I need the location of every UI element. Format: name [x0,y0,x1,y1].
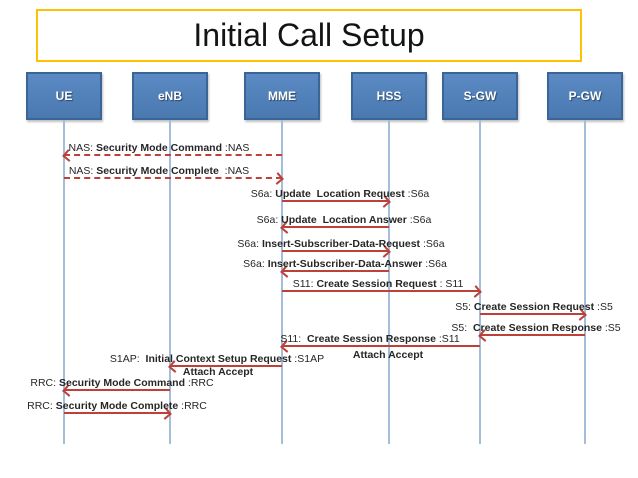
label-text: RRC: [27,400,56,412]
label-text: S11: [292,278,317,290]
label-text: S5: [455,301,474,313]
rrc-security-mode-complete-label: RRC: Security Mode Complete :RRC [27,401,207,412]
label-text: :S1AP [291,353,325,365]
s11-create-session-response-label: S11: Create Session Response :S11 [280,334,459,345]
label-text: S11: [280,333,307,345]
label-text: :RRC [185,377,214,389]
label-text: :RRC [178,400,207,412]
label-text: :S6a [406,214,432,226]
s6a-insert-subscriber-data-answer-line [282,270,389,272]
entity-label: HSS [376,89,402,103]
rrc-security-mode-complete-line [64,412,170,414]
label-text: S6a: [250,188,276,200]
label-text: :S5 [601,322,621,334]
lifeline-s-gw [479,120,481,444]
s6a-update-location-answer-label: S6a: Update Location Answer :S6a [257,215,432,226]
nas-security-mode-complete-line [64,177,282,179]
entity-label: eNB [157,89,182,103]
label-text: Create Session Request [473,301,595,313]
label-text: :S6a [422,258,447,270]
s1ap-initial-context-setup-request-line [170,365,282,367]
lifeline-hss [388,120,390,444]
label-text: NAS: [68,142,96,154]
label-text: Create Session Response [472,322,602,334]
label-text: S5: [451,322,473,334]
label-text: Create Session Request [316,278,437,290]
entity-label: MME [268,89,296,103]
title-box: Initial Call Setup [36,9,582,62]
entity-box-p-gw: P-GW [547,72,623,120]
s6a-insert-subscriber-data-request-label: S6a: Insert-Subscriber-Data-Request :S6a [237,239,444,250]
label-text: Update Location Request [275,188,405,200]
label-text: S6a: [256,214,282,226]
nas-security-mode-command-line [64,154,282,156]
lifeline-ue [63,120,65,444]
label-text: :S5 [594,301,613,313]
s5-create-session-request-line [480,313,585,315]
label-text: RRC: [30,377,59,389]
entity-label: UE [55,89,73,103]
label-text: Security Mode Command [95,142,223,154]
lifeline-p-gw [584,120,586,444]
entity-box-enb: eNB [132,72,208,120]
label-text: :S6a [404,188,430,200]
entity-label: P-GW [568,89,602,103]
s11-create-session-request-line [282,290,480,292]
s5-create-session-response-line [480,334,585,336]
label-text: :S6a [420,238,445,250]
s11-create-session-response-line [282,345,480,347]
entity-box-ue: UE [26,72,102,120]
lifeline-mme [281,120,283,444]
rrc-security-mode-command-label: RRC: Security Mode Command :RRC [30,378,213,389]
label-text: :S11 [435,333,460,345]
label-text: Insert-Subscriber-Data-Request [261,238,421,250]
s1ap-initial-context-setup-request-extra-label: Attach Accept [182,366,254,378]
s6a-insert-subscriber-data-answer-label: S6a: Insert-Subscriber-Data-Answer :S6a [243,259,447,270]
nas-security-mode-complete-label: NAS: Security Mode Complete :NAS [69,166,249,177]
label-text: Security Mode Command [58,377,186,389]
label-text: Initial Context Setup Request [145,353,292,365]
s5-create-session-request-label: S5: Create Session Request :S5 [455,302,613,313]
label-text: S1AP: [109,353,146,365]
label-text: S6a: [243,258,268,270]
entity-box-hss: HSS [351,72,427,120]
nas-security-mode-command-label: NAS: Security Mode Command :NAS [69,143,250,154]
entity-label: S-GW [463,89,497,103]
entity-box-s-gw: S-GW [442,72,518,120]
page-title: Initial Call Setup [193,17,425,53]
label-text: Create Session Response [306,333,436,345]
s5-create-session-response-label: S5: Create Session Response :S5 [451,323,620,334]
s6a-update-location-request-line [282,200,389,202]
lifeline-enb [169,120,171,444]
label-text: Security Mode Complete [96,165,219,177]
s6a-update-location-answer-line [282,226,389,228]
label-text: : S11 [436,278,464,290]
label-text: S6a: [237,238,262,250]
s6a-insert-subscriber-data-request-line [282,250,389,252]
s1ap-initial-context-setup-request-label: S1AP: Initial Context Setup Request :S1A… [110,354,324,365]
label-text: :NAS [222,142,250,154]
label-text: :NAS [218,165,250,177]
s6a-update-location-request-label: S6a: Update Location Request :S6a [251,189,430,200]
entity-box-mme: MME [244,72,320,120]
s11-create-session-response-extra-label: Attach Accept [352,349,424,361]
label-text: Update Location Answer [281,214,407,226]
label-text: Insert-Subscriber-Data-Answer [267,258,423,270]
label-text: Security Mode Complete [55,400,179,412]
s11-create-session-request-label: S11: Create Session Request : S11 [293,279,464,290]
label-text: NAS: [68,165,97,177]
rrc-security-mode-command-line [64,389,170,391]
